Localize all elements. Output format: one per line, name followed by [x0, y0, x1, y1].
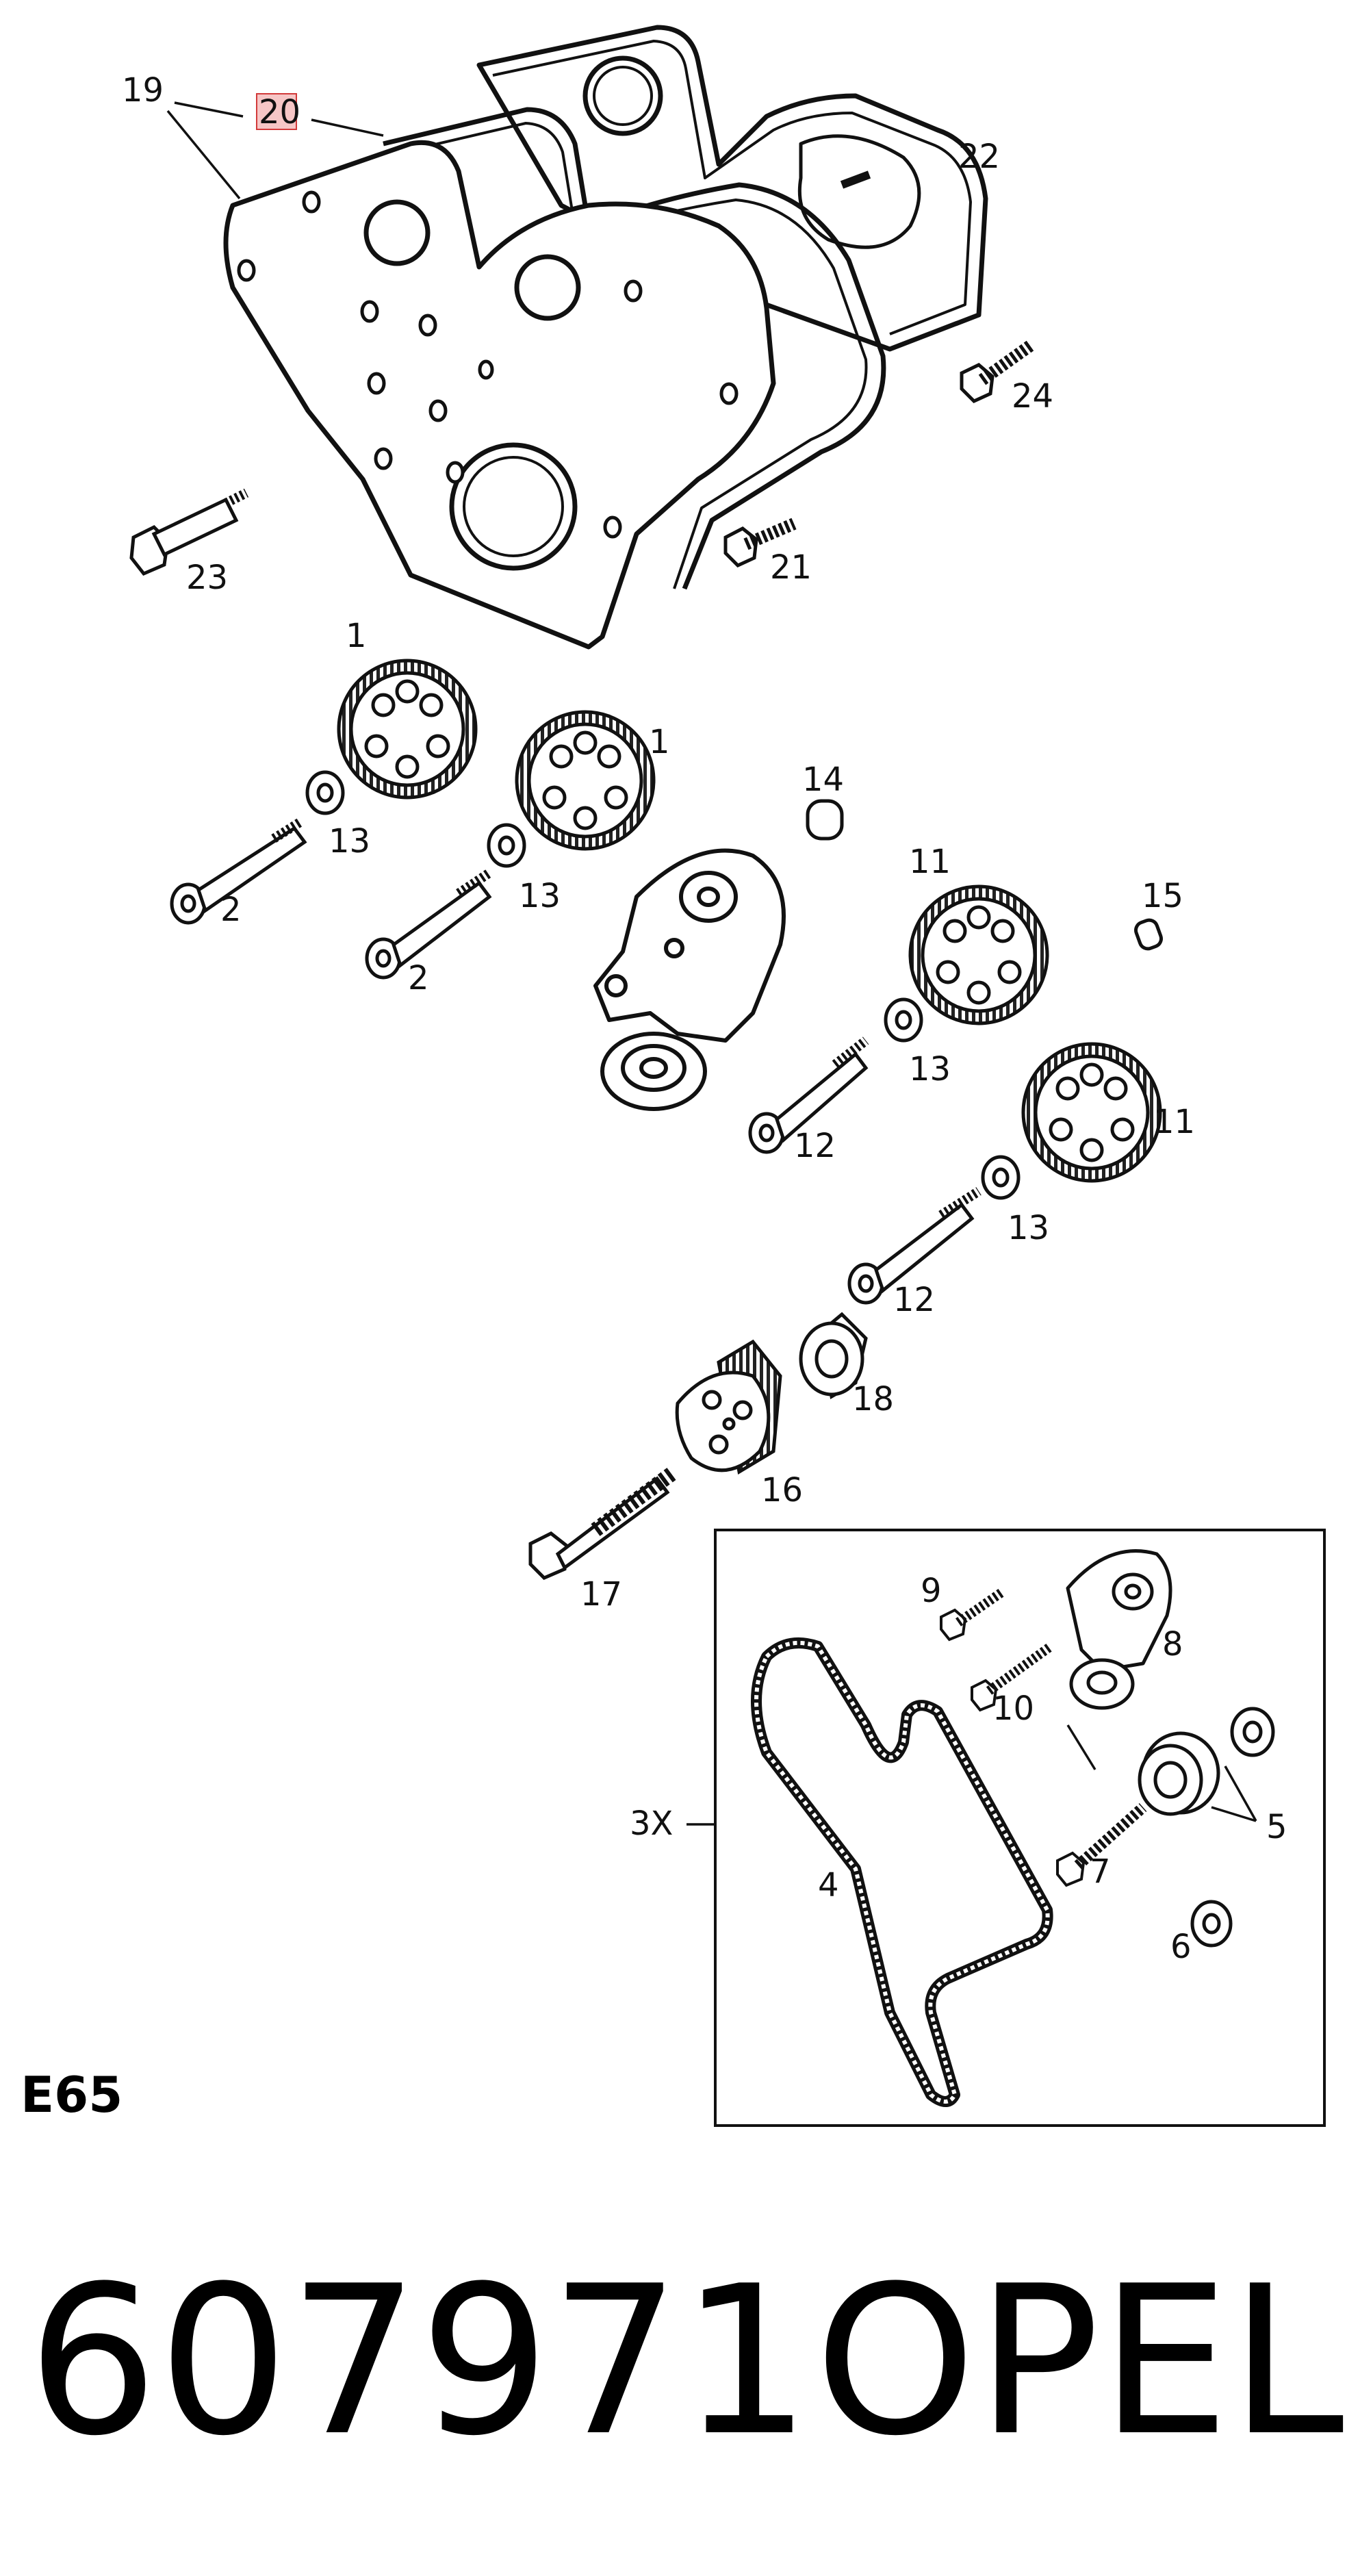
callout-9: 9: [921, 1572, 942, 1610]
camshaft-sprocket-11-a: [908, 884, 1049, 1025]
callout-3x: 3X: [630, 1805, 673, 1843]
callout-7: 7: [1090, 1852, 1111, 1891]
callout-2-a: 2: [220, 891, 242, 929]
washer-13-b: [487, 823, 526, 868]
callout-24: 24: [1012, 377, 1053, 416]
bolt-24: [960, 340, 1034, 403]
highlight-box-20: [256, 93, 297, 130]
callout-14: 14: [802, 761, 844, 799]
callout-13-c: 13: [909, 1050, 951, 1088]
bolt-2-a: [170, 817, 307, 925]
callout-1-a: 1: [346, 617, 367, 655]
callout-11-b: 11: [1153, 1103, 1195, 1141]
auxiliary-belt-inset: [714, 1529, 1326, 2127]
brand-name: OPEL: [814, 2242, 1344, 2481]
callout-12-b: 12: [893, 1281, 935, 1319]
bolt-7: [1056, 1803, 1147, 1887]
bolt-12-b: [847, 1187, 982, 1305]
dowel-15: [1134, 918, 1163, 951]
spacer-6: [1190, 1900, 1233, 1948]
washer-13-c: [884, 997, 923, 1043]
camshaft-sprocket-upper-left: [337, 659, 478, 800]
bolt-21: [723, 518, 797, 568]
belt-tensioner-assembly: [593, 848, 786, 1111]
callout-19: 19: [122, 71, 164, 110]
diagram-code: E65: [21, 2066, 123, 2124]
tensioner-8: [1066, 1549, 1172, 1710]
callout-20: 20: [259, 93, 300, 131]
callout-10: 10: [992, 1689, 1034, 1728]
callout-13-a: 13: [329, 822, 370, 860]
callout-16: 16: [761, 1471, 803, 1509]
callout-labels: 19 20 22 24 23 21 1 1 13 13 2 2 14 11 15…: [122, 71, 1287, 1966]
callout-1-b: 1: [649, 723, 670, 761]
crankshaft-sprocket-16: [675, 1339, 782, 1475]
callout-5: 5: [1266, 1808, 1287, 1846]
idler-pulley-5: [1138, 1707, 1275, 1816]
callout-6: 6: [1170, 1928, 1192, 1966]
callout-21: 21: [770, 548, 812, 587]
callout-8: 8: [1162, 1625, 1183, 1663]
front-timing-cover: [223, 140, 776, 650]
washer-13-d: [981, 1155, 1021, 1200]
camshaft-sprocket-upper-right: [515, 710, 656, 851]
callout-4: 4: [818, 1866, 839, 1904]
poly-v-belt-4: [751, 1637, 1053, 2107]
callout-23: 23: [186, 559, 228, 597]
bolt-9: [940, 1587, 1005, 1642]
leader-lines: [166, 101, 1257, 1826]
bolt-12-a: [748, 1036, 869, 1154]
callout-13-d: 13: [1008, 1209, 1049, 1247]
callout-17: 17: [580, 1575, 622, 1614]
callout-18: 18: [852, 1380, 894, 1418]
bolt-17: [528, 1466, 679, 1580]
bolt-23: [129, 488, 249, 576]
bolt-2-b: [365, 869, 492, 980]
bolt-10: [971, 1642, 1054, 1712]
callout-22: 22: [958, 138, 1000, 176]
callout-11-a: 11: [909, 843, 951, 881]
callout-15: 15: [1142, 877, 1183, 915]
part-number: 607971: [27, 2242, 812, 2481]
callout-13-b: 13: [519, 877, 561, 915]
washer-13-a: [305, 770, 345, 815]
dowel-14: [806, 799, 844, 841]
camshaft-sprocket-11-b: [1021, 1042, 1162, 1183]
idler-roller-18: [799, 1312, 868, 1399]
timing-cover-gasket: [383, 107, 886, 590]
callout-12-a: 12: [794, 1127, 836, 1165]
callout-2-b: 2: [408, 959, 429, 997]
